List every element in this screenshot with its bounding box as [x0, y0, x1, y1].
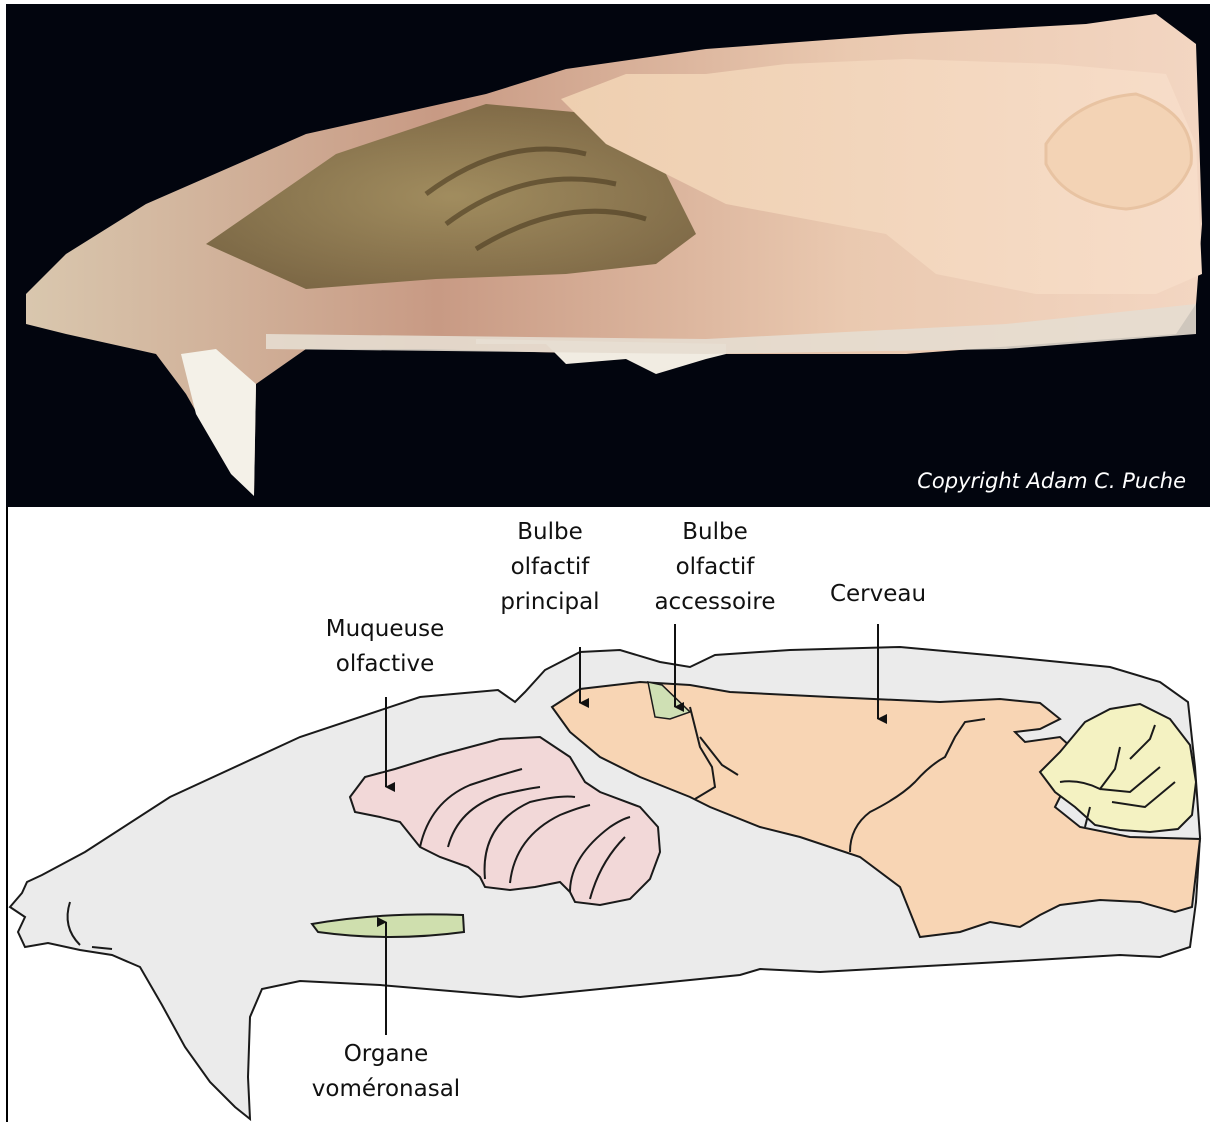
schematic-diagram: Bulbe olfactif principal Bulbe olfactif …	[0, 507, 1210, 1122]
label-main-olfactory-bulb: Bulbe olfactif principal	[480, 515, 620, 620]
specimen-photo: Copyright Adam C. Puche	[6, 4, 1210, 507]
label-olfactory-mucosa: Muqueuse olfactive	[310, 612, 460, 682]
label-accessory-olfactory-bulb: Bulbe olfactif accessoire	[635, 515, 795, 620]
skull-section-illustration	[6, 4, 1210, 507]
label-vomeronasal-organ: Organe voméronasal	[300, 1037, 472, 1107]
label-brain: Cerveau	[808, 577, 948, 612]
copyright-caption: Copyright Adam C. Puche	[917, 469, 1186, 493]
